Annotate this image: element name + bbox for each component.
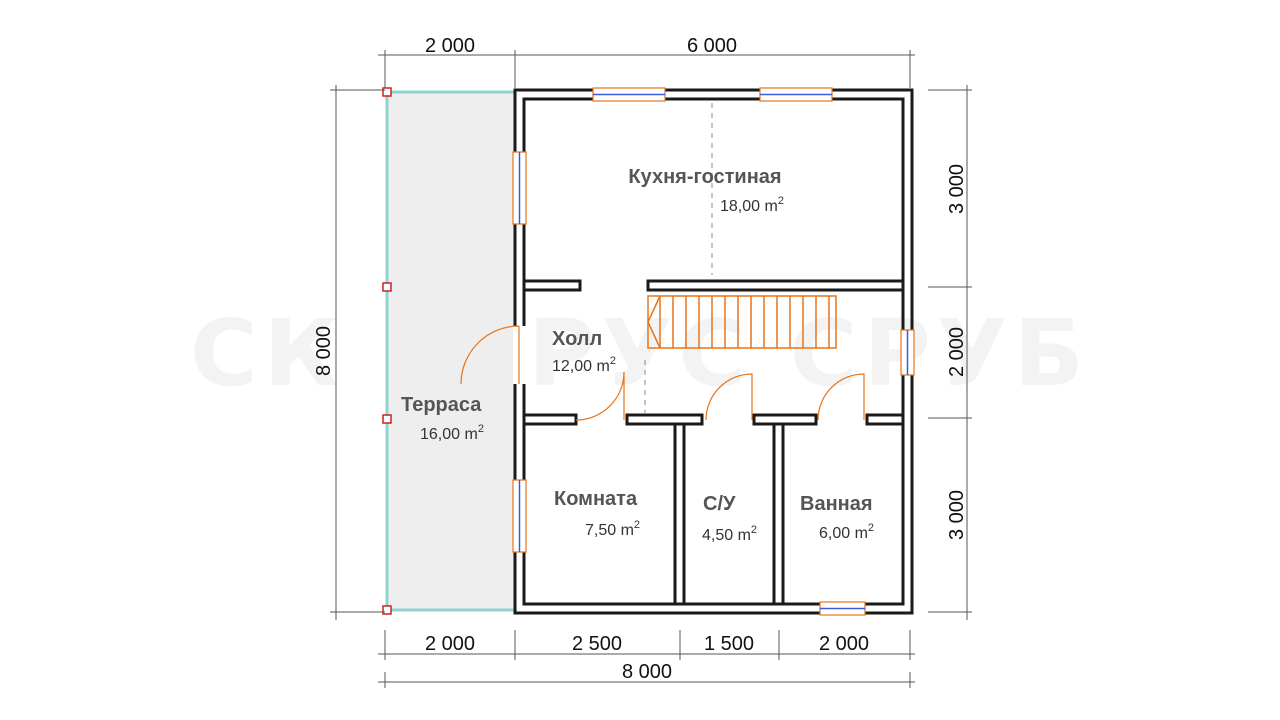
terrace-post bbox=[382, 282, 392, 292]
room-name-kitchen: Кухня-гостиная bbox=[628, 166, 781, 188]
dimension-lines bbox=[330, 50, 972, 688]
doors bbox=[460, 325, 865, 421]
room-area-hall: 12,00 m2 bbox=[552, 355, 616, 375]
room-area-terrace: 16,00 m2 bbox=[420, 423, 484, 443]
wall-room-top-3 bbox=[752, 413, 818, 426]
dim-bottom-bath: 2 000 bbox=[819, 633, 869, 655]
dim-bottom-wc: 1 500 bbox=[704, 633, 754, 655]
terrace bbox=[382, 87, 515, 615]
dim-right-rooms: 3 000 bbox=[946, 490, 968, 540]
terrace-post bbox=[382, 414, 392, 424]
terrace-post bbox=[382, 605, 392, 615]
wall-wc-bath bbox=[772, 422, 785, 606]
wall-room-wc bbox=[673, 422, 686, 606]
dim-top-terrace: 2 000 bbox=[425, 35, 475, 57]
interior-walls bbox=[522, 279, 905, 606]
door-bath bbox=[817, 373, 865, 421]
room-name-wc: С/У bbox=[703, 493, 736, 515]
staircase bbox=[647, 295, 837, 349]
stair-arrow bbox=[647, 295, 661, 349]
dim-bottom-terrace: 2 000 bbox=[425, 633, 475, 655]
room-name-terrace: Терраса bbox=[401, 394, 482, 416]
terrace-floor bbox=[387, 92, 515, 610]
dim-right-hall: 2 000 bbox=[946, 327, 968, 377]
room-name-hall: Холл bbox=[552, 328, 602, 350]
wall-kitchen-left-stub bbox=[522, 279, 582, 292]
wall-room-top-1 bbox=[522, 413, 578, 426]
room-name-bath: Ванная bbox=[800, 493, 873, 515]
wall-kitchen-right bbox=[646, 279, 905, 292]
windows bbox=[512, 87, 915, 616]
dim-left-total: 8 000 bbox=[313, 326, 335, 376]
watermark: СК ВЕРУС СРУБ bbox=[190, 300, 1090, 407]
terrace-post bbox=[382, 87, 392, 97]
dim-bottom-room: 2 500 bbox=[572, 633, 622, 655]
door-room bbox=[575, 371, 625, 421]
door-terrace bbox=[460, 325, 520, 385]
wall-room-top-4 bbox=[865, 413, 905, 426]
door-wc bbox=[705, 373, 753, 421]
dim-right-kitchen: 3 000 bbox=[946, 164, 968, 214]
wall-room-top-2 bbox=[625, 413, 704, 426]
room-name-bedroom: Комната bbox=[554, 488, 638, 510]
room-area-bedroom: 7,50 m2 bbox=[585, 519, 640, 539]
dim-top-house: 6 000 bbox=[687, 35, 737, 57]
dim-bottom-total: 8 000 bbox=[622, 661, 672, 683]
room-area-wc: 4,50 m2 bbox=[702, 524, 757, 544]
room-area-bath: 6,00 m2 bbox=[819, 522, 874, 542]
room-area-kitchen: 18,00 m2 bbox=[720, 195, 784, 215]
